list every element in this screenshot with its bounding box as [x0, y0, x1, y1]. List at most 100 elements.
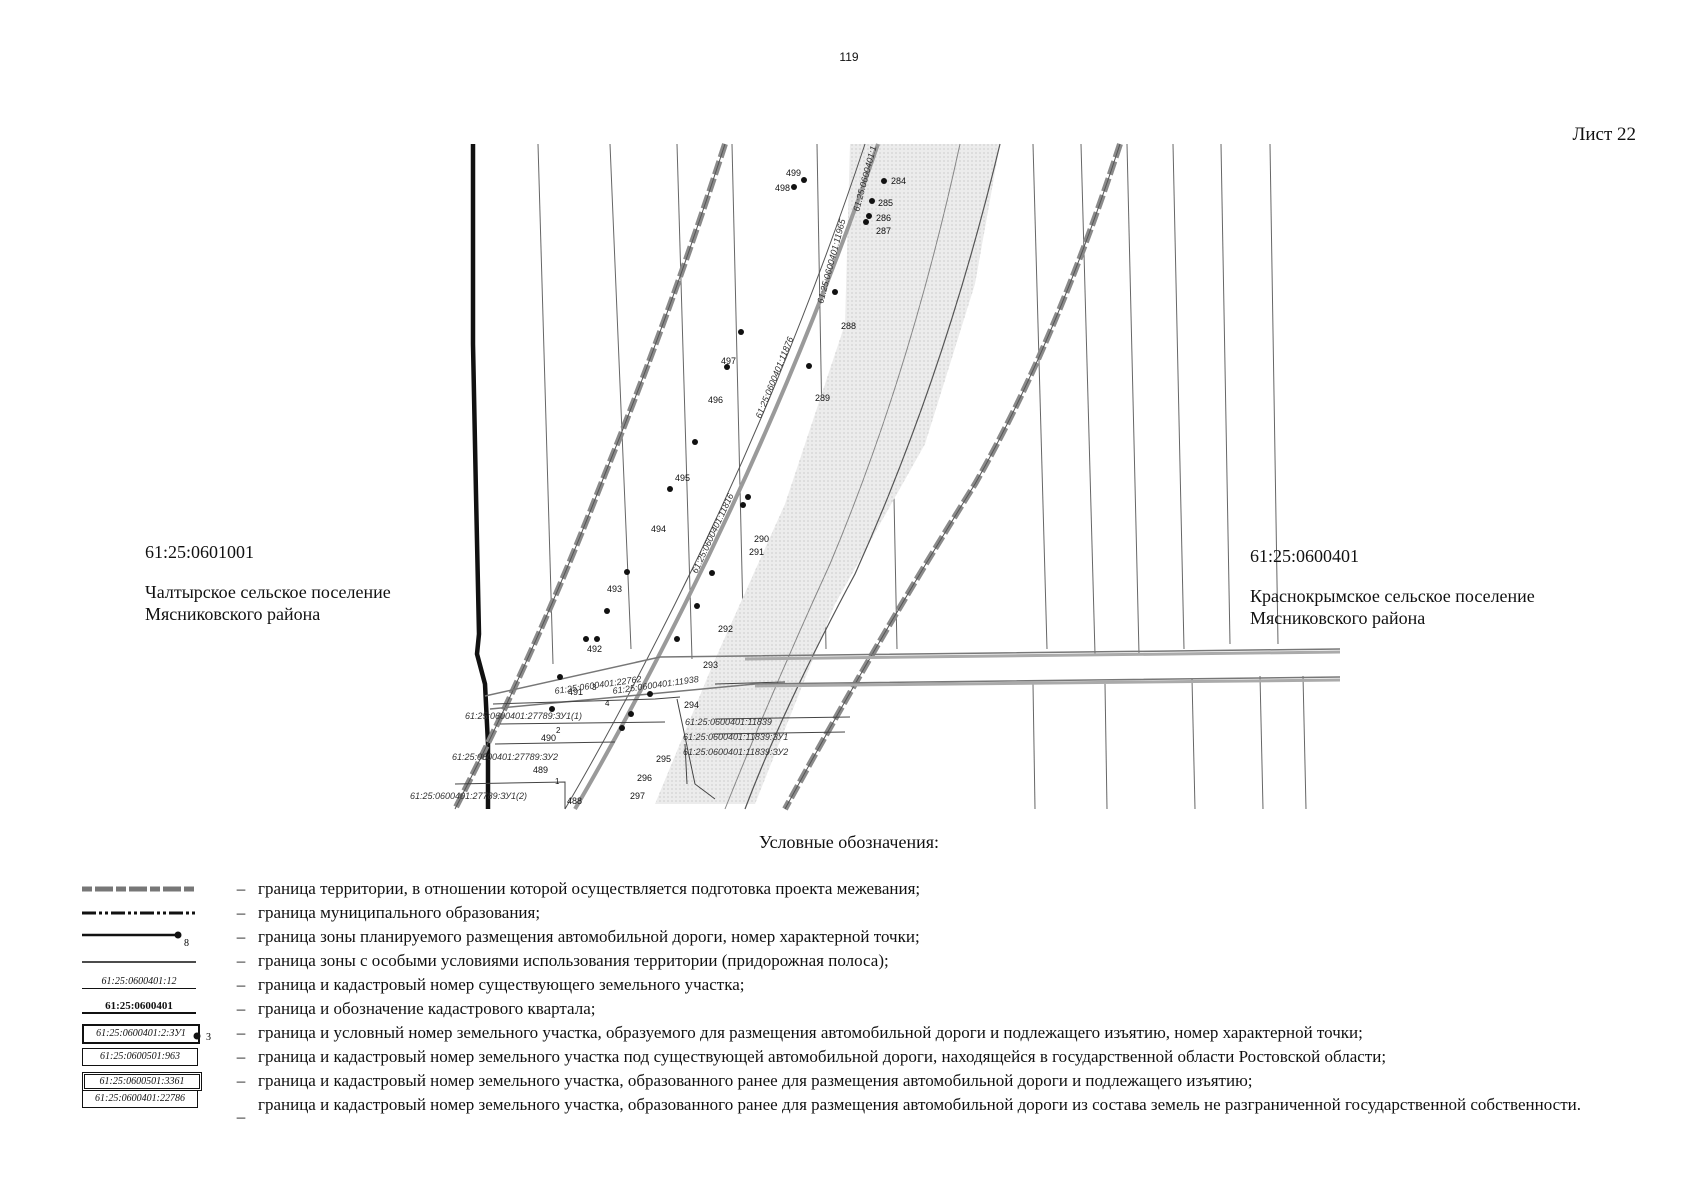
- point-label: 296: [637, 773, 652, 783]
- point-label: 490: [541, 733, 556, 743]
- legend-sample: 61:25:0600501:963: [82, 1048, 198, 1066]
- roadside-strip-symbol: [82, 961, 196, 963]
- point-label: 498: [775, 183, 790, 193]
- left-area-name-2: Мясниковского района: [145, 604, 321, 624]
- municipal-boundary-symbol: [82, 911, 196, 915]
- cadastral-quarter-symbol: 61:25:0600401: [74, 998, 224, 1020]
- legend-item: 61:25:0600401:2:ЗУ1 3 – граница и условн…: [74, 1022, 1634, 1046]
- point-label: 489: [533, 765, 548, 775]
- parcel-label: 61:25:0600401:11839:ЗУ1: [683, 732, 788, 742]
- parcel-label: 61:25:0600401:27789:ЗУ2: [452, 752, 558, 762]
- parcel-label: 61:25:0600401:11839:ЗУ2: [683, 747, 788, 757]
- right-area-name-1: Краснокрымское сельское поселение: [1250, 586, 1535, 606]
- road-zone-area: [655, 144, 1000, 804]
- legend-text: граница и условный номер земельного учас…: [258, 1023, 1363, 1042]
- point-label: 291: [749, 547, 764, 557]
- territory-boundary-symbol: [82, 886, 196, 892]
- legend-item: 61:25:0600501:963 – граница и кадастровы…: [74, 1046, 1634, 1070]
- legend-dash: –: [236, 1107, 246, 1126]
- state-road-parcel-symbol: 61:25:0600401:22786: [74, 1090, 224, 1116]
- legend-item: 61:25:0600401 – граница и обозначение ка…: [74, 998, 1634, 1022]
- territory-boundary: [452, 143, 1123, 811]
- point-label: 493: [607, 584, 622, 594]
- legend-text: граница и обозначение кадастрового кварт…: [258, 999, 596, 1018]
- legend-item: 8 – граница зоны планируемого размещения…: [74, 926, 1634, 950]
- characteristic-points: [549, 177, 887, 731]
- point-label: 290: [754, 534, 769, 544]
- legend-sample: 61:25:0600401: [82, 1000, 196, 1014]
- legend-text: граница и кадастровый номер земельного у…: [258, 1071, 1253, 1090]
- legend-text: граница территории, в отношении которой …: [258, 879, 921, 898]
- point-label: 285: [878, 198, 893, 208]
- legend-point-number: 8: [184, 938, 189, 949]
- parcel-label: 61:25:0600401:11965: [815, 217, 847, 305]
- legend-text: граница и кадастровый номер земельного у…: [258, 1047, 1387, 1066]
- map-viewport[interactable]: 499 498 284 285 286 287 288 497 496 289 …: [410, 143, 1345, 811]
- legend-text: граница зоны с особыми условиями использ…: [258, 951, 889, 970]
- cadastral-map: 499 498 284 285 286 287 288 497 496 289 …: [410, 143, 1341, 811]
- page-number: 119: [839, 50, 859, 64]
- road-zone-symbol: 8: [82, 931, 189, 949]
- point-label: 494: [651, 524, 666, 534]
- point-label: 2: [556, 726, 561, 735]
- junction-parcels: [454, 681, 851, 809]
- point-label: 495: [675, 473, 690, 483]
- legend-dash: –: [236, 1047, 246, 1066]
- legend-item: – граница зоны с особыми условиями испол…: [74, 950, 1634, 974]
- point-label: 289: [815, 393, 830, 403]
- point-label: 497: [721, 356, 736, 366]
- point-label: 3: [592, 683, 597, 692]
- parcel-label: 61:25:0600401:11839: [685, 717, 772, 727]
- seized-road-parcel-symbol: 61:25:0600501:3361: [74, 1070, 224, 1092]
- legend-point-number: 3: [206, 1032, 211, 1043]
- existing-road-parcel-symbol: 61:25:0600501:963: [74, 1046, 224, 1068]
- parcel-label: 61:25:0600401:27789:ЗУ1(1): [465, 711, 582, 721]
- legend-title: Условные обозначения:: [758, 832, 940, 852]
- point-label: 297: [630, 791, 645, 801]
- right-quarter-code: 61:25:0600401: [1250, 546, 1360, 566]
- legend: – граница территории, в отношении которо…: [74, 878, 1634, 1138]
- point-label: 488: [567, 796, 582, 806]
- legend-item: – граница территории, в отношении которо…: [74, 878, 1634, 902]
- left-area-name-1: Чалтырское сельское поселение: [145, 582, 391, 602]
- road-zone-borders: [564, 143, 1001, 811]
- existing-road: [484, 648, 1341, 710]
- point-label: 287: [876, 226, 891, 236]
- parcel-label: 61:25:0600401:27789:ЗУ1(2): [410, 791, 527, 801]
- legend-sample: 61:25:0600501:3361: [82, 1072, 202, 1091]
- point-label: 286: [876, 213, 891, 223]
- legend-point-symbol: 3: [193, 1032, 211, 1043]
- point-label: 293: [703, 660, 718, 670]
- parcel-label: 61:25:0600401:11816: [690, 492, 736, 575]
- point-label: 496: [708, 395, 723, 405]
- legend-text: граница и кадастровый номер земельного у…: [258, 1095, 1581, 1114]
- left-quarter-code: 61:25:0601001: [145, 542, 255, 562]
- point-label: 292: [718, 624, 733, 634]
- municipal-boundary: [470, 144, 491, 809]
- legend-sample: 61:25:0600401:12: [82, 976, 196, 989]
- right-area-name-2: Мясниковского района: [1250, 608, 1426, 628]
- legend-text: граница зоны планируемого размещения авт…: [258, 927, 920, 946]
- point-label: 1: [555, 777, 560, 786]
- legend-sample: 61:25:0600401:2:ЗУ1: [82, 1024, 200, 1044]
- point-label: 288: [841, 321, 856, 331]
- formed-parcel-symbol: 61:25:0600401:2:ЗУ1 3: [74, 1022, 224, 1044]
- point-label: 491: [568, 687, 583, 697]
- legend-dash: –: [236, 1023, 246, 1042]
- legend-dash: –: [236, 975, 246, 994]
- existing-parcel-symbol: 61:25:0600401:12: [74, 974, 224, 996]
- legend-dash: –: [236, 927, 246, 946]
- legend-dash: –: [236, 951, 246, 970]
- legend-text: граница и кадастровый номер существующег…: [258, 975, 745, 994]
- legend-item: 61:25:0600401:22786 – граница и кадастро…: [74, 1090, 1634, 1138]
- legend-dash: –: [236, 879, 246, 898]
- point-label: 492: [587, 644, 602, 654]
- legend-sample: 61:25:0600401:22786: [82, 1090, 198, 1108]
- legend-text: граница муниципального образования;: [258, 903, 541, 922]
- legend-item: – граница муниципального образования;: [74, 902, 1634, 926]
- point-label: 294: [684, 700, 699, 710]
- right-area-label: 61:25:0600401 Краснокрымское сельское по…: [1250, 545, 1535, 629]
- point-label: 4: [605, 699, 610, 708]
- legend-dash: –: [236, 1071, 246, 1090]
- sheet-label: Лист 22: [1572, 124, 1636, 145]
